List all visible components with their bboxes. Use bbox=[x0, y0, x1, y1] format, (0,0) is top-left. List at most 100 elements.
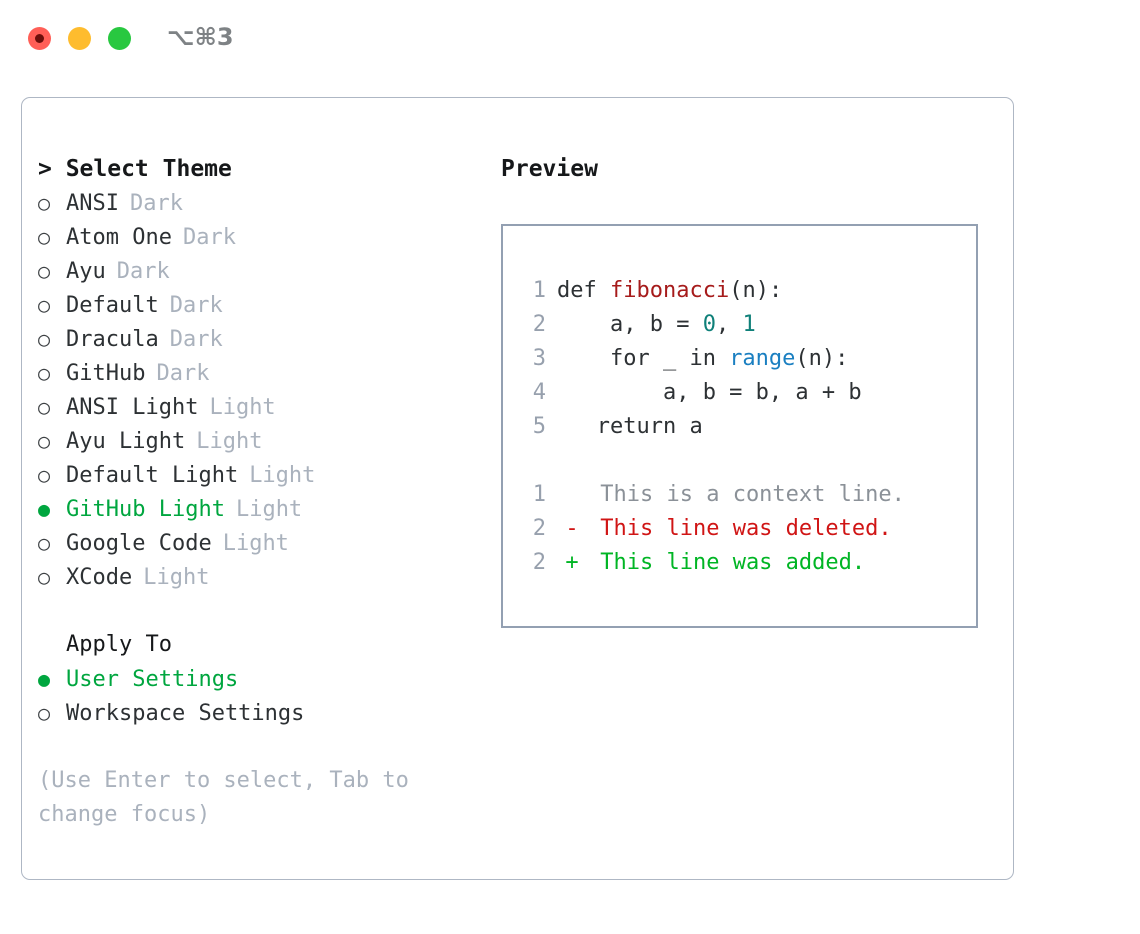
radio-unselected-icon: ○ bbox=[38, 531, 51, 555]
preview-header: Preview bbox=[501, 156, 598, 182]
theme-category-tag: Dark bbox=[182, 225, 236, 250]
theme-category-tag: Light bbox=[196, 429, 263, 454]
radio-unselected-icon: ○ bbox=[38, 565, 51, 589]
code-line-number: 1 bbox=[532, 278, 546, 303]
apply-to-list[interactable]: ● User Settings ○ Workspace Settings bbox=[38, 662, 493, 730]
diff-line: 2 + This line was added. bbox=[516, 546, 968, 580]
code-line-number: 3 bbox=[532, 346, 546, 371]
recording-indicator-icon bbox=[35, 34, 44, 43]
theme-category-tag: Light bbox=[249, 463, 316, 488]
apply-to-option-workspace-settings[interactable]: ○ Workspace Settings bbox=[38, 696, 493, 730]
apply-to-option-user-settings[interactable]: ● User Settings bbox=[38, 662, 493, 696]
diff-text: This line was deleted. bbox=[587, 516, 892, 541]
theme-category-tag: Dark bbox=[116, 259, 170, 284]
keyboard-hint-text: (Use Enter to select, Tab to change focu… bbox=[38, 768, 423, 827]
radio-unselected-icon: ○ bbox=[38, 361, 51, 385]
code-token: range bbox=[729, 346, 796, 371]
theme-option-ansi[interactable]: ○ ANSI Dark bbox=[38, 186, 493, 220]
theme-category-tag: Dark bbox=[169, 293, 223, 318]
keyboard-shortcut-label: ⌥⌘3 bbox=[167, 23, 234, 51]
theme-option-default[interactable]: ○ Default Dark bbox=[38, 288, 493, 322]
code-line-number: 2 bbox=[532, 312, 546, 337]
radio-unselected-icon: ○ bbox=[38, 293, 51, 317]
theme-option-xcode[interactable]: ○ XCode Light bbox=[38, 560, 493, 594]
theme-option-github-light[interactable]: ● GitHub Light Light bbox=[38, 492, 493, 526]
radio-unselected-icon: ○ bbox=[38, 191, 51, 215]
diff-marker bbox=[557, 478, 587, 512]
theme-option-dracula[interactable]: ○ Dracula Dark bbox=[38, 322, 493, 356]
code-line: 3 for _ in range(n): bbox=[516, 342, 968, 376]
apply-to-label: User Settings bbox=[66, 667, 239, 692]
code-token: fibonacci bbox=[609, 278, 730, 303]
theme-option-default-light[interactable]: ○ Default Light Light bbox=[38, 458, 493, 492]
theme-name: Atom One bbox=[66, 225, 172, 250]
apply-to-group: Apply To ● User Settings ○ Workspace Settin… bbox=[38, 628, 493, 730]
title-bar: ⌥⌘3 bbox=[0, 0, 1140, 78]
minimize-window-button[interactable] bbox=[68, 27, 91, 50]
theme-category-tag: Light bbox=[235, 497, 303, 522]
select-theme-header: > Select Theme bbox=[38, 156, 232, 182]
code-line: 5 return a bbox=[516, 410, 968, 444]
theme-option-ayu-light[interactable]: ○ Ayu Light Light bbox=[38, 424, 493, 458]
theme-category-tag: Dark bbox=[169, 327, 223, 352]
theme-category-tag: Light bbox=[222, 531, 289, 556]
theme-category-tag: Light bbox=[209, 395, 276, 420]
code-line: 4 a, b = b, a + b bbox=[516, 376, 968, 410]
radio-unselected-icon: ○ bbox=[38, 429, 51, 453]
maximize-window-button[interactable] bbox=[108, 27, 131, 50]
theme-option-google-code[interactable]: ○ Google Code Light bbox=[38, 526, 493, 560]
diff-line: 1 This is a context line. bbox=[516, 478, 968, 512]
radio-unselected-icon: ○ bbox=[38, 701, 51, 725]
theme-category-tag: Dark bbox=[129, 191, 183, 216]
theme-name: Ayu Light bbox=[66, 429, 186, 454]
theme-category-tag: Light bbox=[143, 565, 210, 590]
radio-unselected-icon: ○ bbox=[38, 259, 51, 283]
diff-line-number: 2 bbox=[532, 550, 546, 575]
radio-selected-icon: ● bbox=[38, 667, 51, 691]
theme-name: GitHub bbox=[66, 361, 146, 386]
code-line: 2 a, b = 0, 1 bbox=[516, 308, 968, 342]
apply-to-header: Apply To bbox=[66, 632, 172, 657]
code-token: , bbox=[715, 312, 743, 337]
diff-marker: + bbox=[565, 550, 579, 575]
theme-name: XCode bbox=[66, 565, 133, 590]
code-line-number: 5 bbox=[532, 414, 546, 439]
code-line-number: 4 bbox=[532, 380, 546, 405]
radio-unselected-icon: ○ bbox=[38, 327, 51, 351]
apply-to-label: Workspace Settings bbox=[66, 701, 305, 726]
code-token: (n): bbox=[795, 346, 849, 371]
diff-line-number: 2 bbox=[532, 516, 546, 541]
code-token: return a bbox=[557, 414, 703, 439]
theme-name: Google Code bbox=[66, 531, 212, 556]
theme-name: Dracula bbox=[66, 327, 159, 352]
theme-name: Default bbox=[66, 293, 159, 318]
code-token: a, b = bbox=[557, 312, 703, 337]
code-token: a, b = b, a + b bbox=[557, 380, 862, 405]
diff-text: This is a context line. bbox=[587, 482, 905, 507]
radio-selected-icon: ● bbox=[38, 497, 51, 521]
theme-name: GitHub Light bbox=[66, 497, 225, 522]
code-token: 0 bbox=[702, 312, 716, 337]
code-token: for _ in bbox=[557, 346, 730, 371]
diff-line: 2- This line was deleted. bbox=[516, 512, 968, 546]
code-token: def bbox=[557, 278, 610, 303]
theme-name: Default Light bbox=[66, 463, 239, 488]
radio-unselected-icon: ○ bbox=[38, 463, 51, 487]
theme-category-tag: Dark bbox=[156, 361, 210, 386]
theme-name: ANSI bbox=[66, 191, 119, 216]
theme-option-github[interactable]: ○ GitHub Dark bbox=[38, 356, 493, 390]
code-token: 1 bbox=[742, 312, 756, 337]
diff-sample: 1 This is a context line.2- This line wa… bbox=[516, 478, 968, 580]
radio-unselected-icon: ○ bbox=[38, 395, 51, 419]
diff-text: This line was added. bbox=[587, 550, 866, 575]
diff-marker: - bbox=[565, 516, 579, 541]
